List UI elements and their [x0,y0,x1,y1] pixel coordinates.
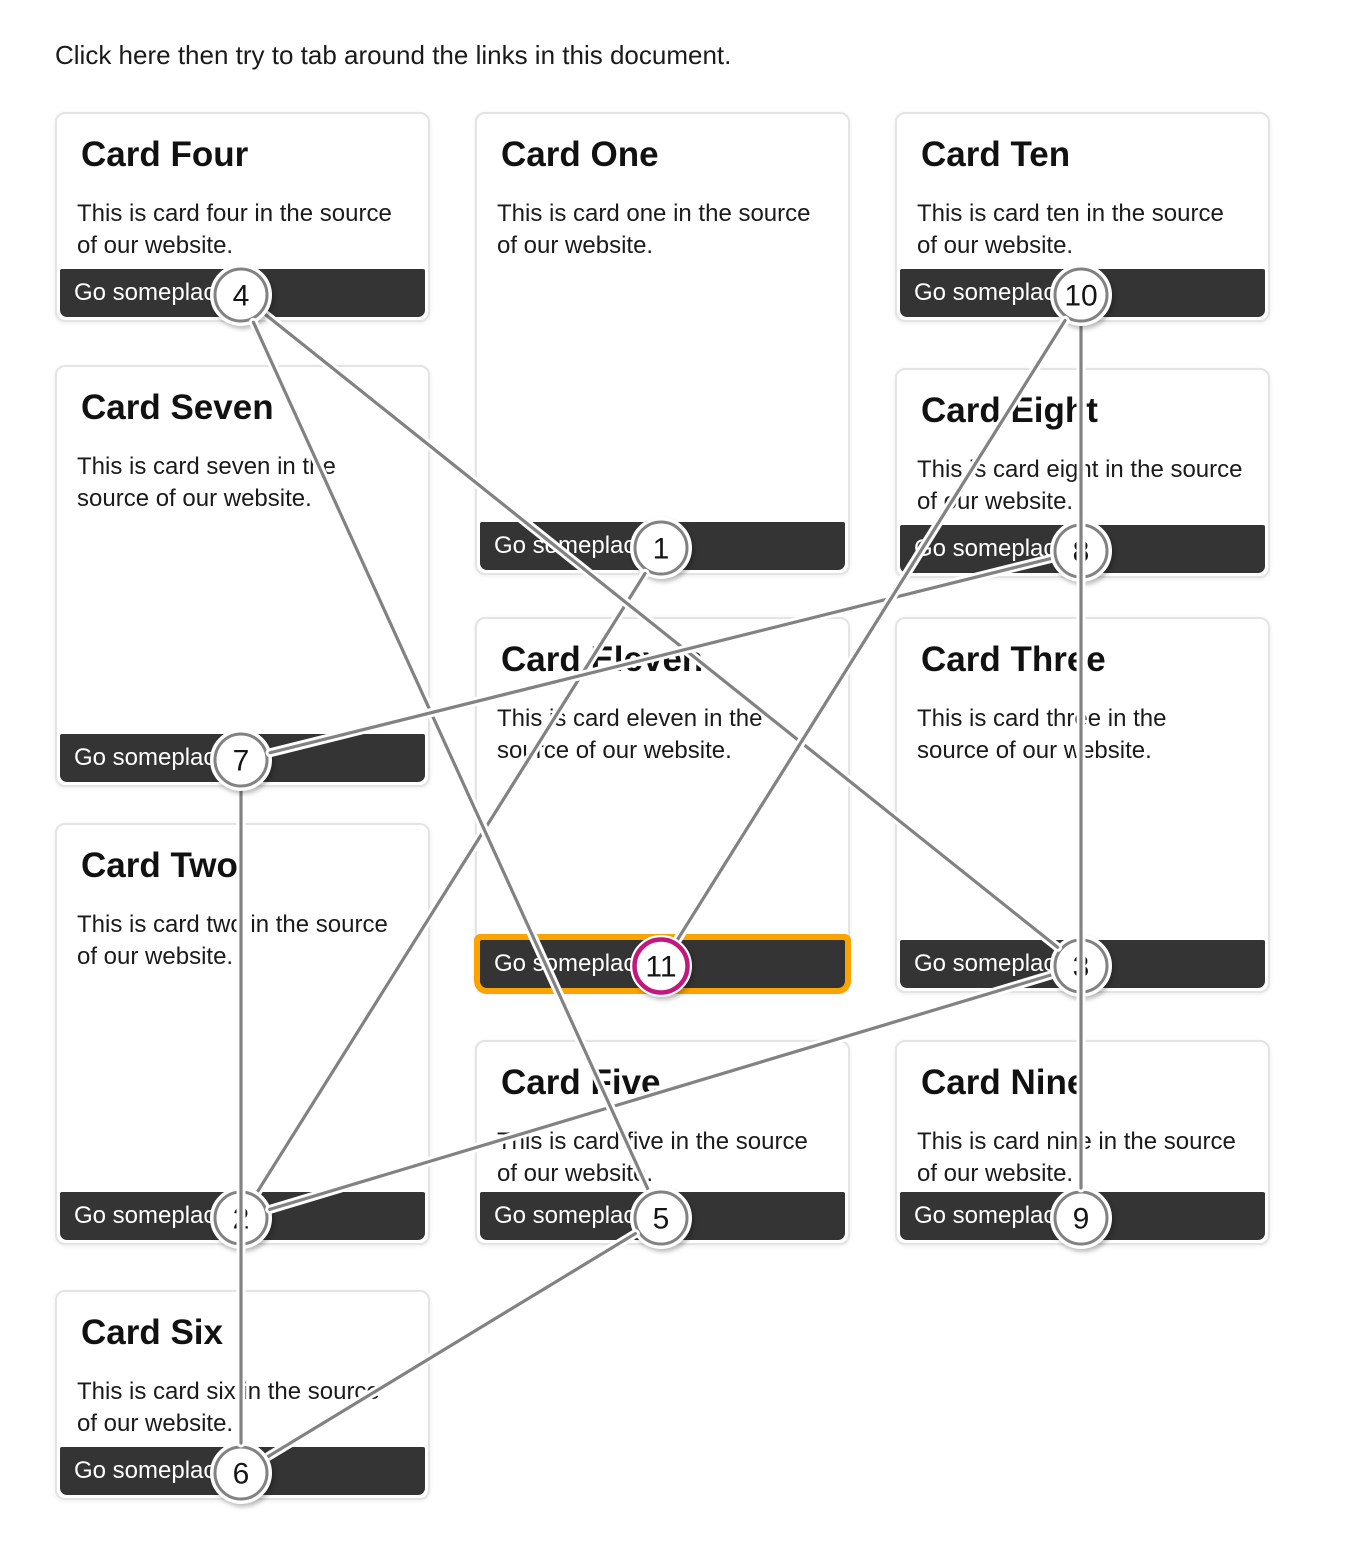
go-someplace-button-card-four[interactable]: Go someplace [60,269,425,317]
card-three: Card Three This is card three in the sou… [895,617,1270,993]
card-ten-title: Card Ten [921,135,1071,174]
go-someplace-button-card-six[interactable]: Go someplace [60,1447,425,1495]
card-eight-text: This is card eight in the source of our … [917,456,1243,515]
card-ten-text: This is card ten in the source of our we… [917,200,1224,259]
card-two-title: Card Two [81,846,238,885]
card-two: Card Two This is card two in the source … [55,823,430,1245]
go-someplace-button-card-eleven[interactable]: Go someplace [480,940,845,988]
card-one-title: Card One [501,135,659,174]
card-three-text: This is card three in the source of our … [917,705,1167,764]
card-one: Card One This is card one in the source … [475,112,850,575]
card-six-text: This is card six in the source of our we… [77,1378,380,1437]
card-three-title: Card Three [921,640,1106,679]
card-five-title: Card Five [501,1063,661,1102]
card-five-text: This is card five in the source of our w… [497,1128,808,1187]
card-eleven: Card Eleven This is card eleven in the s… [475,617,850,993]
card-five: Card Five This is card five in the sourc… [475,1040,850,1245]
card-two-text: This is card two in the source of our we… [77,911,388,970]
card-eleven-title: Card Eleven [501,640,704,679]
go-someplace-button-card-three[interactable]: Go someplace [900,940,1265,988]
card-seven-title: Card Seven [81,388,274,427]
card-eight: Card Eight This is card eight in the sou… [895,368,1270,578]
card-eleven-text: This is card eleven in the source of our… [497,705,763,764]
go-someplace-button-card-one[interactable]: Go someplace [480,522,845,570]
go-someplace-button-card-five[interactable]: Go someplace [480,1192,845,1240]
card-nine-title: Card Nine [921,1063,1087,1102]
card-six-title: Card Six [81,1313,223,1352]
card-four-text: This is card four in the source of our w… [77,200,392,259]
card-one-text: This is card one in the source of our we… [497,200,811,259]
card-nine-text: This is card nine in the source of our w… [917,1128,1236,1187]
card-nine: Card Nine This is card nine in the sourc… [895,1040,1270,1245]
go-someplace-button-card-nine[interactable]: Go someplace [900,1192,1265,1240]
card-seven: Card Seven This is card seven in the sou… [55,365,430,787]
go-someplace-button-card-eight[interactable]: Go someplace [900,525,1265,573]
go-someplace-button-card-seven[interactable]: Go someplace [60,734,425,782]
instruction-text[interactable]: Click here then try to tab around the li… [55,40,732,70]
card-four-title: Card Four [81,135,249,174]
go-someplace-button-card-ten[interactable]: Go someplace [900,269,1265,317]
card-seven-text: This is card seven in the source of our … [77,453,336,512]
card-four: Card Four This is card four in the sourc… [55,112,430,322]
card-six: Card Six This is card six in the source … [55,1290,430,1500]
go-someplace-button-card-two[interactable]: Go someplace [60,1192,425,1240]
card-ten: Card Ten This is card ten in the source … [895,112,1270,322]
card-eight-title: Card Eight [921,391,1098,430]
